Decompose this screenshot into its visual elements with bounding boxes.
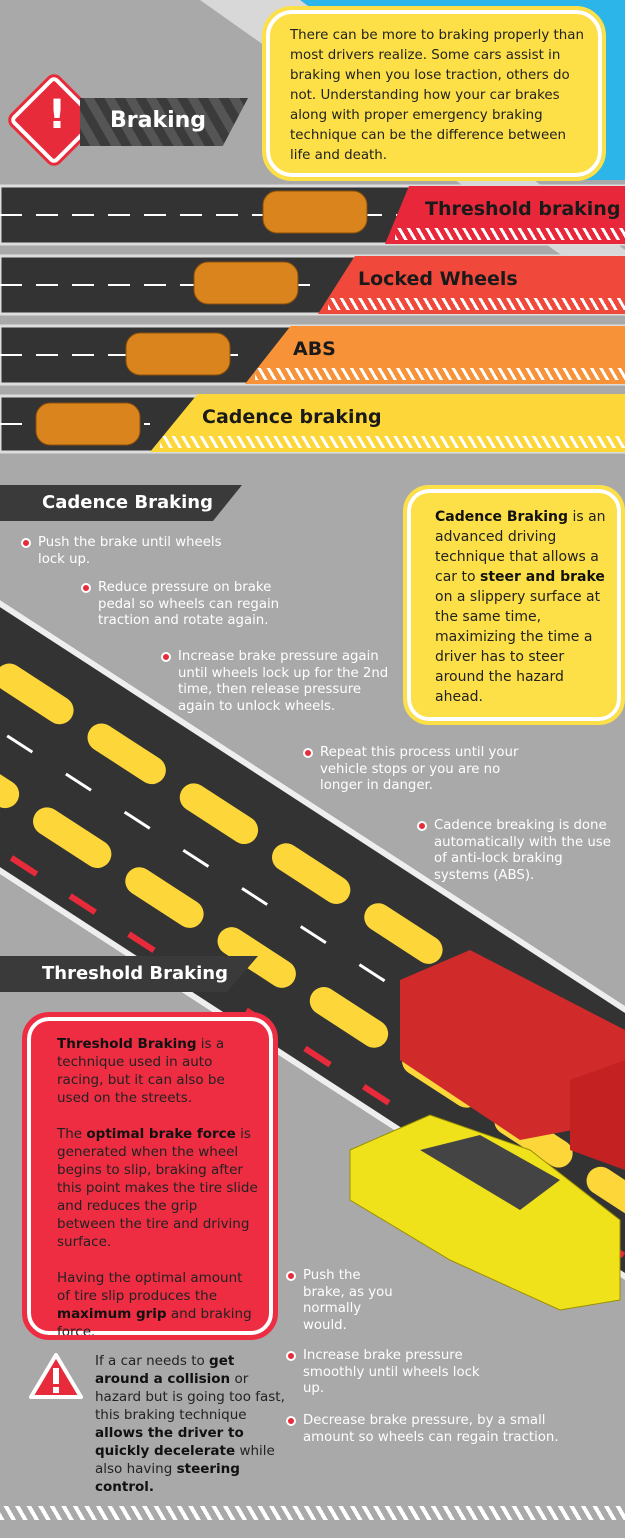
cadence-step: Reduce pressure on brake pedal so wheels… <box>81 580 308 630</box>
bullet-icon <box>286 1351 296 1361</box>
title-bar <box>80 98 248 146</box>
warning-text: If a car needs to get around a collision… <box>95 1352 285 1496</box>
bold-text: steer and brake <box>480 569 605 585</box>
threshold-step: Push the brake, as you normally would. <box>286 1268 403 1334</box>
bottom-stripe <box>0 1506 625 1520</box>
text: Having the optimal amount of tire slip p… <box>57 1270 243 1304</box>
text: and braking force. <box>57 1306 252 1340</box>
bold-text: steering control. <box>95 1461 240 1495</box>
text: is a technique used in auto racing, but … <box>57 1036 225 1106</box>
threshold-step: Decrease brake pressure, by a small amou… <box>286 1413 583 1446</box>
text: is an advanced driving technique that al… <box>435 509 606 585</box>
yellow-car-illustration <box>349 1114 621 1311</box>
bold-text: Cadence Braking <box>435 509 568 525</box>
cadence-step: Push the brake until wheels lock up. <box>21 535 238 568</box>
page-title: Braking <box>110 108 207 133</box>
lane-label-locked: Locked Wheels <box>318 256 625 314</box>
text: on a slippery surface at the same time, … <box>435 589 601 705</box>
text: If a car needs to <box>95 1353 210 1369</box>
cadence-callout: Cadence Braking is an advanced driving t… <box>403 485 625 725</box>
bold-text: get around a collision <box>95 1353 235 1387</box>
threshold-heading: Threshold Braking <box>0 956 258 992</box>
callout-paragraph: The optimal brake force is generated whe… <box>57 1125 259 1251</box>
cadence-step: Repeat this process until your vehicle s… <box>303 745 540 795</box>
lane-label-cadence: Cadence braking <box>150 394 625 452</box>
text: The <box>57 1126 87 1142</box>
bold-text: Threshold Braking <box>57 1036 197 1052</box>
cadence-step: Cadence breaking is done automatically w… <box>417 818 614 884</box>
cadence-step: Increase brake pressure again until whee… <box>161 649 400 715</box>
callout-paragraph: Threshold Braking is a technique used in… <box>57 1035 259 1107</box>
bold-text: allows the driver to quickly decelerate <box>95 1425 244 1459</box>
exclamation-icon: ! <box>47 92 67 138</box>
callout-paragraph: Having the optimal amount of tire slip p… <box>57 1269 259 1341</box>
text: or hazard but is going too fast, this br… <box>95 1371 285 1423</box>
cadence-heading: Cadence Braking <box>0 485 242 521</box>
red-car-illustration <box>400 950 625 1170</box>
bullet-icon <box>286 1271 296 1281</box>
bold-text: maximum grip <box>57 1306 167 1322</box>
bullet-icon <box>161 652 171 662</box>
bullet-icon <box>417 821 427 831</box>
text: while also having <box>95 1443 275 1477</box>
bullet-icon <box>286 1416 296 1426</box>
bullet-icon <box>21 538 31 548</box>
bullet-icon <box>303 748 313 758</box>
lane-label-threshold: Threshold braking <box>385 186 625 244</box>
threshold-callout: Threshold Braking is a technique used in… <box>22 1012 278 1340</box>
threshold-step: Increase brake pressure smoothly until w… <box>286 1348 503 1398</box>
text: is generated when the wheel begins to sl… <box>57 1126 258 1250</box>
warning-triangle-icon <box>29 1353 83 1399</box>
bullet-icon <box>81 583 91 593</box>
bold-text: optimal brake force <box>86 1126 236 1142</box>
lane-label-abs: ABS <box>245 326 625 384</box>
intro-bubble: There can be more to braking properly th… <box>262 6 606 181</box>
car-icons <box>35 190 368 446</box>
